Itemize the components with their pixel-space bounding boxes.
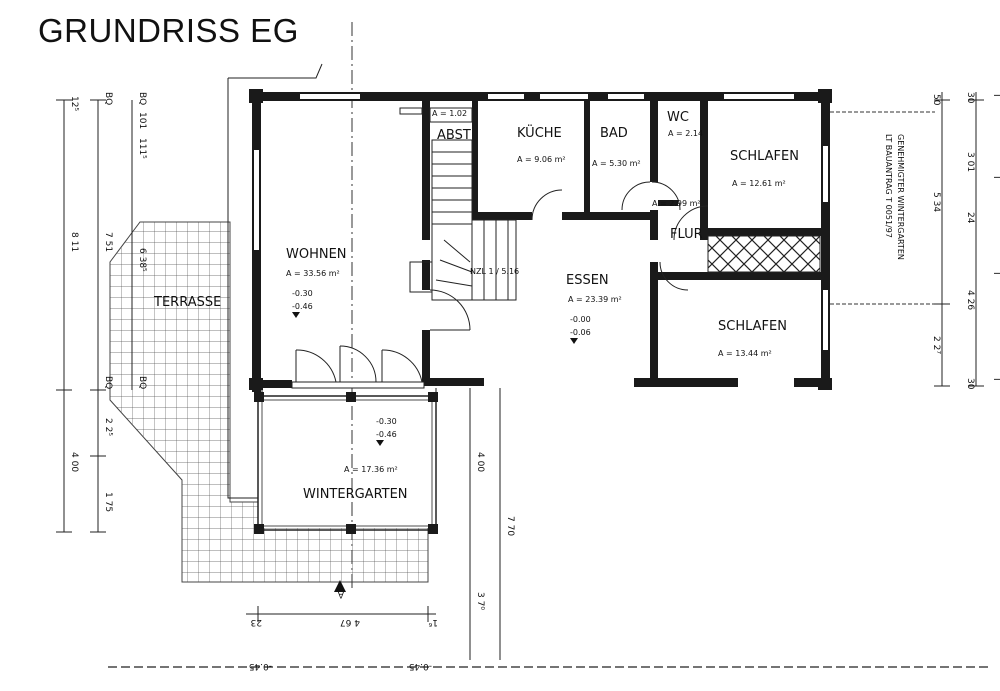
room-abst-area: A = 1.02 xyxy=(432,109,467,118)
page-title: GRUNDRISS EG xyxy=(38,12,299,49)
dim-left-b-4: 1 75 xyxy=(103,492,113,512)
dim-right-b-3: 4 26 xyxy=(965,290,975,310)
staircase xyxy=(409,139,517,301)
dim-level-1: -0.45 xyxy=(409,661,432,671)
dim-right-b-4: 30 xyxy=(965,378,975,390)
dim-right-a-2: 2 2⁷ xyxy=(931,336,941,354)
level-markers xyxy=(292,312,578,446)
room-abst-name: ABST xyxy=(437,128,471,143)
wintergarten-front xyxy=(260,345,437,397)
dimension-texts-left: 12⁵ 8 11 4 00 BQ 7 51 BQ 2 2⁵ 1 75 BQ 10… xyxy=(69,92,147,512)
room-kuche-name: KÜCHE xyxy=(517,124,562,141)
dim-left-a-0: 12⁵ xyxy=(69,96,79,111)
dimension-texts-right: 50 5 34 2 2⁷ 30 3 01 24 4 26 30 I I I I xyxy=(931,92,1000,390)
dim-right-c-3: I xyxy=(991,378,1000,381)
room-essen-name: ESSEN xyxy=(566,273,609,288)
room-schlafen1-name: SCHLAFEN xyxy=(730,149,799,164)
room-wohnen-name: WOHNEN xyxy=(286,247,347,262)
dim-left-c-3: 6 38⁵ xyxy=(137,248,147,272)
room-wohnen-level-bottom: -0.46 xyxy=(292,302,313,311)
annex-outline xyxy=(830,111,935,305)
dim-right-b-0: 30 xyxy=(965,92,975,104)
interior-walls xyxy=(422,92,828,386)
room-wintergarten-level-top: -0.30 xyxy=(376,417,397,426)
dim-left-a-1: 8 11 xyxy=(69,232,79,252)
dim-right-c-2: I xyxy=(991,272,1000,275)
room-essen-area: A = 23.39 m² xyxy=(568,295,622,304)
room-schlafen2-area: A = 13.44 m² xyxy=(718,349,772,358)
corner-markers xyxy=(249,89,832,390)
dim-left-b-0: BQ xyxy=(103,92,113,105)
dim-bottom-1: 4 67 xyxy=(340,617,360,627)
dim-right-b-2: 24 xyxy=(965,212,975,224)
room-wintergarten-name: WINTERGARTEN xyxy=(303,487,408,502)
dim-right-c-1: I xyxy=(991,176,1000,179)
dim-left-c-1: 101 xyxy=(137,112,147,129)
dim-left-b-1: 7 51 xyxy=(103,232,113,252)
room-flur-area: A = 2.99 m² xyxy=(652,199,701,208)
room-wohnen-level-top: -0.30 xyxy=(292,289,313,298)
room-terrasse-name: TERRASSE xyxy=(153,295,221,310)
dim-bottom-2: 1⁶ xyxy=(428,617,438,627)
dimension-lines xyxy=(56,92,984,660)
room-wintergarten-area: A = 17.36 m² xyxy=(344,465,398,474)
dim-left-b-2: BQ xyxy=(103,376,113,389)
dim-mid-2: 3 7⁰ xyxy=(475,592,485,610)
dim-left-c-2: 111⁵ xyxy=(137,138,147,159)
dim-left-a-2: 4 00 xyxy=(69,452,79,472)
section-marker: A xyxy=(334,580,346,599)
dim-right-a-1: 5 34 xyxy=(931,192,941,212)
room-wc-name: WC xyxy=(667,110,689,125)
dimension-texts-bottom: 23 4 67 1⁶ 4 00 7 70 3 7⁰ -0.45 -0.45 xyxy=(249,452,515,671)
room-bad-name: BAD xyxy=(600,126,628,141)
room-essen-level-top: -0.00 xyxy=(570,315,591,324)
section-label: A xyxy=(337,589,344,599)
dim-mid-1: 7 70 xyxy=(505,516,515,536)
room-schlafen1-area: A = 12.61 m² xyxy=(732,179,786,188)
room-wintergarten-level-bottom: -0.46 xyxy=(376,430,397,439)
wintergarten-frame xyxy=(254,392,438,534)
dim-bottom-0: 23 xyxy=(251,617,262,627)
room-essen-level-bottom: -0.06 xyxy=(570,328,591,337)
room-labels: WOHNEN A = 33.56 m² -0.30 -0.46 ABST A =… xyxy=(153,109,799,502)
door-swings xyxy=(429,181,709,331)
canopy-outline xyxy=(227,63,323,499)
window-openings xyxy=(254,94,828,350)
dim-right-a-0: 50 xyxy=(931,94,941,106)
dim-level-0: -0.45 xyxy=(249,661,272,671)
annotation-line2: LT BAUANTRAG T 0051/97 xyxy=(884,134,893,238)
room-wc-area: A = 2.14 xyxy=(668,129,703,138)
room-flur-name: FLUR xyxy=(670,227,703,242)
dim-left-b-3: 2 2⁵ xyxy=(103,418,113,436)
room-wohnen-area: A = 33.56 m² xyxy=(286,269,340,278)
dim-left-c-0: BQ xyxy=(137,92,147,105)
dim-right-b-1: 3 01 xyxy=(965,152,975,172)
terrace-paving xyxy=(109,221,429,583)
annotation-line1: GENEHMIGTER WINTERGARTEN xyxy=(896,134,905,260)
room-bad-area: A = 5.30 m² xyxy=(592,159,641,168)
room-schlafen2-name: SCHLAFEN xyxy=(718,319,787,334)
dim-right-c-0: I xyxy=(991,94,1000,97)
annotation-right: GENEHMIGTER WINTERGARTEN LT BAUANTRAG T … xyxy=(884,134,905,260)
hatched-duct xyxy=(707,235,821,273)
room-kuche-area: A = 9.06 m² xyxy=(517,155,566,164)
stair-label: NZL 1 / 5.16 xyxy=(470,267,519,276)
dim-left-c-4: BQ xyxy=(137,376,147,389)
dim-mid-0: 4 00 xyxy=(475,452,485,472)
